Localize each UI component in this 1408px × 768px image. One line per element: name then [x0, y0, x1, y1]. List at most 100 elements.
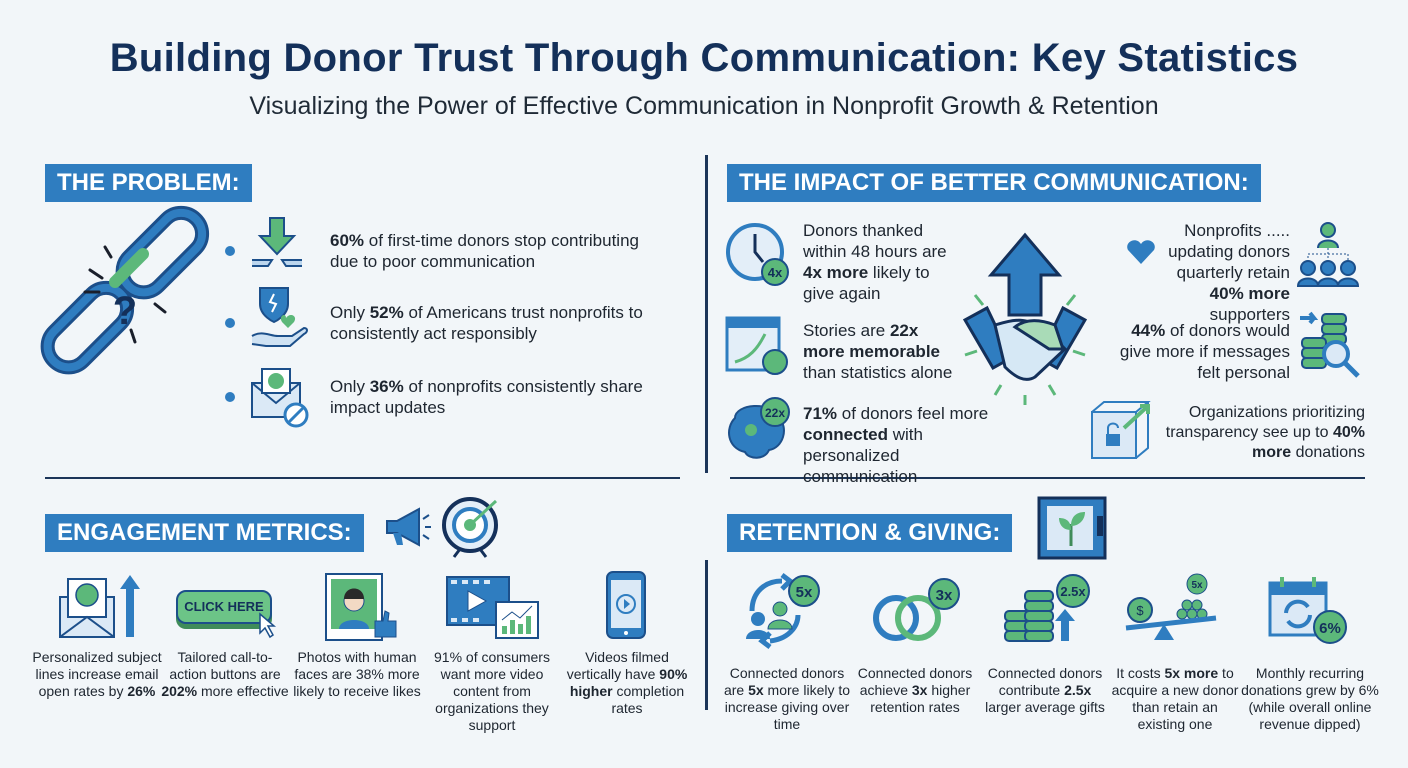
stat-highlight: 40% more [1252, 424, 1365, 461]
stat-text: more likely to increase giving over time [724, 682, 851, 732]
svg-text:?: ? [113, 289, 137, 333]
page-subtitle: Visualizing the Power of Effective Commu… [249, 92, 1159, 120]
stat-highlight: 22x more memorable [803, 321, 940, 361]
stat-text: of donors would give more if messages fe… [1119, 321, 1290, 382]
stat-text: Donors thanked within 48 hours are [803, 221, 947, 261]
stat-highlight: 3x [911, 682, 928, 698]
impact-stat: 44% of donors would give more if message… [1100, 320, 1290, 383]
stat-text: Personalized subject lines increase emai… [32, 649, 162, 699]
stat-text: than statistics alone [803, 363, 953, 382]
broken-heart-hand-icon [250, 287, 310, 358]
envelope-blocked-icon [250, 365, 310, 435]
badge: 5x [1191, 580, 1203, 591]
broken-chain-question-icon: ? [40, 205, 210, 392]
page-title: Building Donor Trust Through Communicati… [109, 36, 1299, 80]
stat-text: Stories are [803, 321, 890, 340]
problem-stat: Only 52% of Americans trust nonprofits t… [330, 302, 670, 344]
phone-video-icon [605, 570, 650, 647]
stat-text: Only [330, 377, 370, 396]
stat-text: Only [330, 303, 370, 322]
badge: 2.5x [1060, 584, 1086, 599]
engagement-stat: Videos filmed vertically have 90% higher… [562, 649, 692, 717]
stat-highlight: 2.5x [1064, 682, 1092, 698]
stat-text: with personalized communication [803, 425, 923, 486]
impact-stat: Donors thanked within 48 hours are 4x mo… [803, 220, 963, 304]
engagement-stat: Personalized subject lines increase emai… [32, 649, 162, 700]
calendar-growth-icon [725, 312, 795, 387]
transparent-box-icon [1090, 398, 1154, 468]
safe-plant-icon [1037, 496, 1109, 567]
stat-text: donations [1291, 444, 1365, 461]
heart-icon [1126, 238, 1156, 271]
stat-text: of nonprofits consistently share impact … [330, 377, 643, 417]
stat-text: 91% of consumers want more video content… [434, 649, 550, 733]
retention-heading: RETENTION & GIVING: [727, 514, 1013, 552]
stat-highlight: 40% more [1209, 284, 1290, 303]
envelope-smile-icon [58, 575, 143, 645]
retention-stat: Connected donors contribute 2.5x larger … [980, 665, 1110, 716]
bullet [225, 246, 235, 256]
photo-like-icon [325, 573, 400, 648]
bullet [225, 318, 235, 328]
retention-stat: Monthly recurring donations grew by 6% (… [1238, 665, 1382, 733]
stat-highlight: connected [803, 425, 889, 444]
horizontal-divider-left [45, 477, 680, 479]
badge: 3x [936, 587, 953, 604]
stat-text: completion rates [611, 683, 685, 716]
stat-text: Tailored call-to-action buttons are [169, 649, 281, 682]
stat-text: higher retention rates [870, 682, 971, 715]
badge: 5x [796, 584, 813, 601]
impact-stat: Nonprofits ..... updating donors quarter… [1162, 220, 1290, 325]
stat-text: supporters [1209, 305, 1290, 324]
stat-text: likely to give again [803, 263, 930, 303]
stat-text: to acquire a new donor than retain an ex… [1111, 665, 1239, 732]
horizontal-divider-right [730, 477, 1365, 479]
stat-text: Connected donors achieve [857, 665, 973, 698]
coin-stacks-icon: 2.5x [1003, 574, 1093, 650]
clock-badge: 4x [768, 265, 783, 280]
broken-arrow-icon [250, 217, 305, 278]
stat-text: It costs [1116, 665, 1165, 681]
rings-icon: 3x [872, 578, 962, 650]
stat-highlight: 202% [161, 683, 198, 699]
stat-text: more effective [197, 683, 289, 699]
stat-text: Connected donors contribute [987, 665, 1103, 698]
stat-text: of Americans trust nonprofits to consist… [330, 303, 643, 343]
problem-stat: 60% of first-time donors stop contributi… [330, 230, 670, 272]
badge: 6% [1319, 620, 1341, 637]
stat-text: of donors feel more [837, 404, 989, 423]
click-here-button-icon: CLICK HERE [176, 590, 272, 624]
stat-text: larger average gifts [985, 699, 1105, 715]
stat-highlight: 36% [369, 377, 404, 396]
problem-heading: THE PROBLEM: [45, 164, 252, 202]
impact-stat: Organizations prioritizing transparency … [1160, 403, 1365, 463]
stat-text: Organizations prioritizing transparency … [1165, 404, 1365, 441]
retention-stat: Connected donors are 5x more likely to i… [722, 665, 852, 733]
svg-text:$: $ [1136, 603, 1144, 618]
stat-text: of first-time donors stop contributing d… [330, 231, 639, 271]
stat-highlight: 26% [127, 683, 156, 699]
stat-text: Nonprofits ..... updating donors quarter… [1168, 221, 1290, 282]
bullet [225, 392, 235, 402]
engagement-stat: Tailored call-to-action buttons are 202%… [160, 649, 290, 700]
click-here-label: CLICK HERE [176, 590, 272, 624]
stat-highlight: 90% higher [569, 666, 688, 699]
engagement-stat: 91% of consumers want more video content… [427, 649, 557, 734]
people-cycle-icon: 5x [740, 573, 820, 650]
engagement-stat: Photos with human faces are 38% more lik… [292, 649, 422, 700]
stat-highlight: 44% [1131, 321, 1166, 340]
video-chart-icon [446, 576, 541, 646]
stat-highlight: 5x [748, 682, 764, 698]
problem-stat: Only 36% of nonprofits consistently shar… [330, 376, 670, 418]
impact-stat: Stories are 22x more memorable than stat… [803, 320, 963, 383]
retention-stat: Connected donors achieve 3x higher reten… [850, 665, 980, 716]
stat-text: Connected donors are [723, 665, 845, 698]
cursor-icon [258, 612, 278, 643]
people-network-icon [1296, 220, 1368, 295]
megaphone-icon [383, 505, 433, 555]
impact-stat: 71% of donors feel more connected with p… [803, 403, 1003, 487]
impact-heading: THE IMPACT OF BETTER COMMUNICATION: [727, 164, 1261, 202]
calendar-recurring-icon: 6% [1268, 575, 1348, 650]
stat-highlight: 60% [330, 231, 365, 250]
retention-stat: It costs 5x more to acquire a new donor … [1110, 665, 1240, 733]
